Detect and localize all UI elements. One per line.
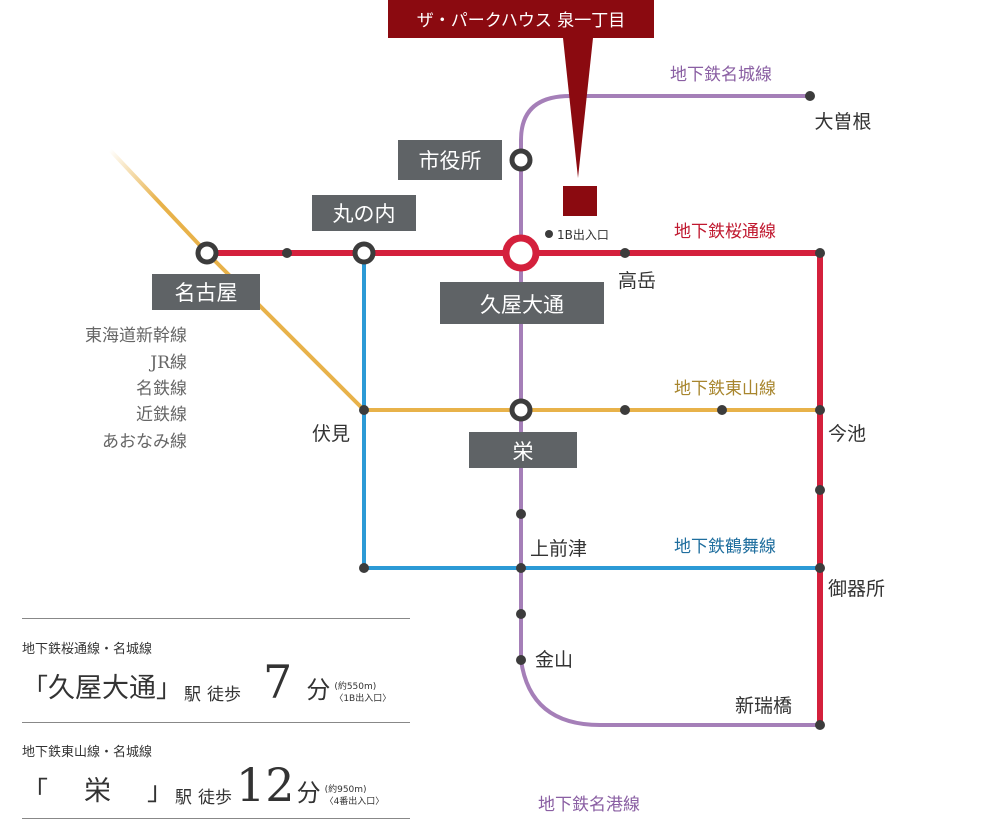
- access-exit: 〈4番出入口〉: [324, 797, 385, 807]
- line-label-sakuradori: 地下鉄桜通線: [674, 222, 776, 242]
- station-label-gokiso: 御器所: [828, 578, 885, 600]
- exit-dot: [545, 230, 553, 238]
- jr-line-name: 名鉄線: [136, 379, 187, 399]
- station-label-shinmizuhashi: 新瑞橋: [735, 695, 792, 717]
- close-bracket: 」: [156, 674, 183, 704]
- access-note: (約950m) 〈4番出入口〉: [325, 784, 385, 808]
- eki-label: 駅: [184, 685, 202, 705]
- jr-line-name: あおなみ線: [102, 432, 187, 452]
- station-label-nagoya: 名古屋: [175, 281, 238, 305]
- jr-line-names: 東海道新幹線 JR線 名鉄線 近鉄線 あおなみ線: [85, 325, 187, 452]
- station-label-marunouchi: 丸の内: [333, 202, 396, 226]
- walk-minutes: 7: [263, 655, 293, 709]
- station-label-fushimi: 伏見: [312, 423, 350, 445]
- walk-minutes: 12: [236, 758, 295, 812]
- station-box-shiyakusho: 市役所: [398, 140, 502, 180]
- fun-label: 分: [296, 779, 321, 807]
- exit-label: 1B出入口: [557, 228, 609, 242]
- divider: [22, 818, 410, 819]
- access-station: 栄: [84, 776, 112, 807]
- line-label-meiko: 地下鉄名港線: [538, 795, 640, 815]
- eki-label: 駅: [175, 788, 193, 808]
- property-marker: ザ・パークハウス 泉一丁目: [388, 0, 654, 216]
- station-box-sakae: 栄: [469, 432, 577, 468]
- access-distance: (約550m): [334, 682, 377, 692]
- station-box-nagoya: 名古屋: [152, 274, 260, 310]
- access-station: 久屋大通: [48, 673, 157, 704]
- access-exit: 〈1B出入口〉: [334, 694, 392, 704]
- divider: [22, 618, 410, 619]
- open-bracket: 「: [22, 674, 49, 704]
- station-label-kamimaezu: 上前津: [530, 538, 587, 560]
- station-label-ozone: 大曽根: [814, 111, 871, 133]
- major-station-rings: [195, 148, 540, 422]
- line-label-meijo: 地下鉄名城線: [670, 65, 772, 85]
- station-label-kanayama: 金山: [535, 649, 573, 671]
- jr-line-name: 東海道新幹線: [85, 325, 187, 346]
- access-lines: 地下鉄桜通線・名城線: [22, 642, 153, 657]
- close-bracket: 」: [147, 777, 174, 807]
- access-distance: (約950m): [324, 785, 367, 795]
- station-label-takaoka: 高岳: [618, 270, 656, 292]
- walk-label: 徒歩: [198, 788, 233, 808]
- divider: [22, 722, 410, 723]
- station-box-hisaya-odori: 久屋大通: [440, 282, 604, 324]
- access-info-hisaya-odori: 地下鉄桜通線・名城線 「 久屋大通 」 駅 徒歩 7 分 (約550m) 〈1B…: [22, 638, 410, 705]
- property-name: ザ・パークハウス 泉一丁目: [417, 11, 626, 31]
- open-bracket: 「: [22, 777, 49, 807]
- line-label-tsurumai: 地下鉄鶴舞線: [674, 537, 776, 557]
- station-label-shiyakusho: 市役所: [419, 149, 482, 173]
- station-label-imaike: 今池: [828, 423, 866, 445]
- jr-line-name: 近鉄線: [136, 405, 187, 425]
- fun-label: 分: [306, 676, 331, 704]
- minor-station-dots: [282, 91, 825, 730]
- line-label-higashiyama: 地下鉄東山線: [674, 379, 776, 399]
- station-box-marunouchi: 丸の内: [312, 195, 416, 231]
- access-info-sakae: 地下鉄東山線・名城線 「 栄 」 駅 徒歩 12 分 (約950m) 〈4番出入…: [22, 741, 410, 808]
- jr-line-name: JR線: [148, 353, 187, 373]
- walk-label: 徒歩: [207, 685, 242, 705]
- access-note: (約550m) 〈1B出入口〉: [334, 681, 391, 705]
- access-lines: 地下鉄東山線・名城線: [22, 745, 153, 760]
- station-label-sakae: 栄: [513, 440, 534, 464]
- station-label-hisaya-odori: 久屋大通: [480, 293, 564, 317]
